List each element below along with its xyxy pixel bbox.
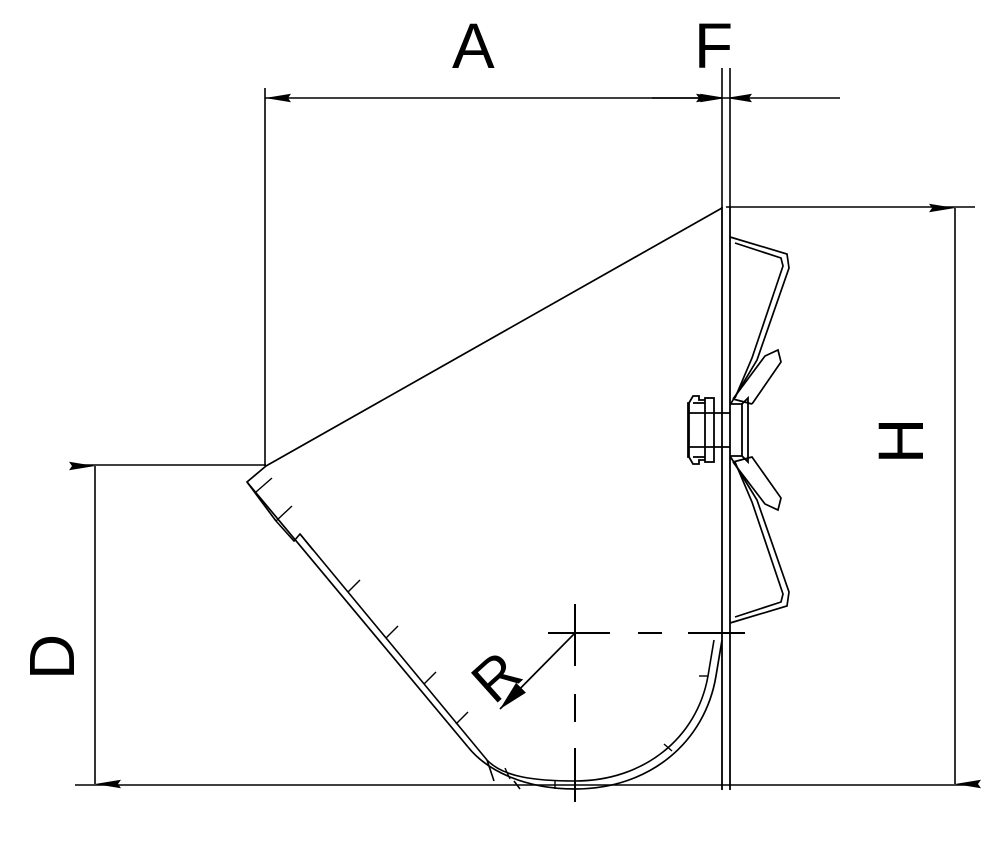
spring-clip-upper-arm: [729, 236, 790, 406]
spring-clip-collar: [730, 395, 749, 465]
dimension-label-h: H: [865, 417, 937, 464]
dimension-label-d: D: [16, 633, 88, 680]
bolt-washer: [704, 397, 715, 463]
dimension-label-a: A: [452, 10, 495, 82]
bucket-outer-profile: [245, 207, 723, 790]
spring-clip-lower-arm: [729, 455, 790, 624]
bottom-notch-detail: [486, 759, 521, 790]
dimension-r-leader: [499, 632, 576, 710]
bolt-hex-head: [687, 395, 705, 465]
sheet-thickness-ticks: [255, 477, 708, 789]
bucket-inner-profile: [275, 520, 715, 782]
mounting-plate: [721, 207, 731, 790]
bolt-shank: [688, 412, 730, 448]
center-mark: [548, 604, 745, 802]
dimension-label-f: F: [694, 10, 734, 82]
